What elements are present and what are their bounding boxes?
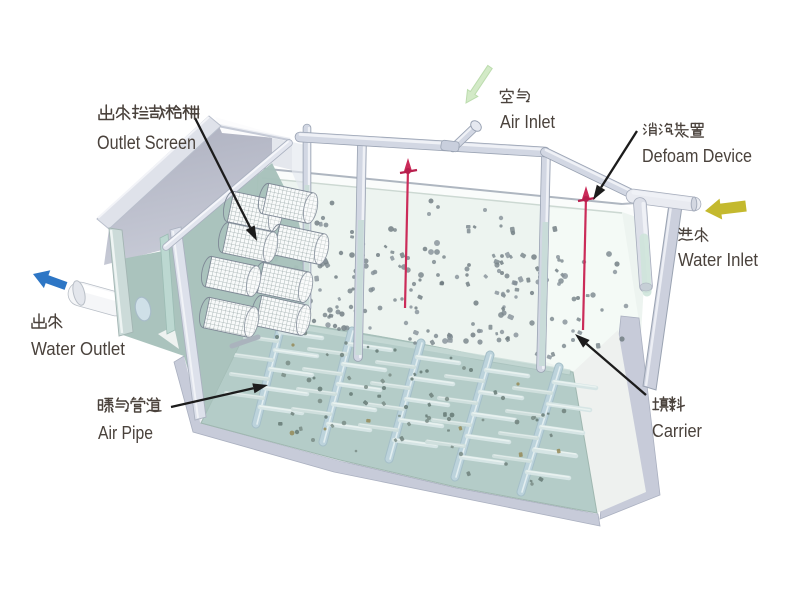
svg-text:Water Inlet: Water Inlet (678, 249, 758, 270)
svg-text:Air Inlet: Air Inlet (500, 111, 555, 132)
svg-text:Air Pipe: Air Pipe (98, 422, 153, 443)
svg-text:Outlet Screen: Outlet Screen (97, 133, 196, 154)
svg-text:Water Outlet: Water Outlet (31, 338, 125, 359)
svg-text:Carrier: Carrier (652, 420, 702, 441)
svg-text:Defoam Device: Defoam Device (642, 145, 752, 166)
